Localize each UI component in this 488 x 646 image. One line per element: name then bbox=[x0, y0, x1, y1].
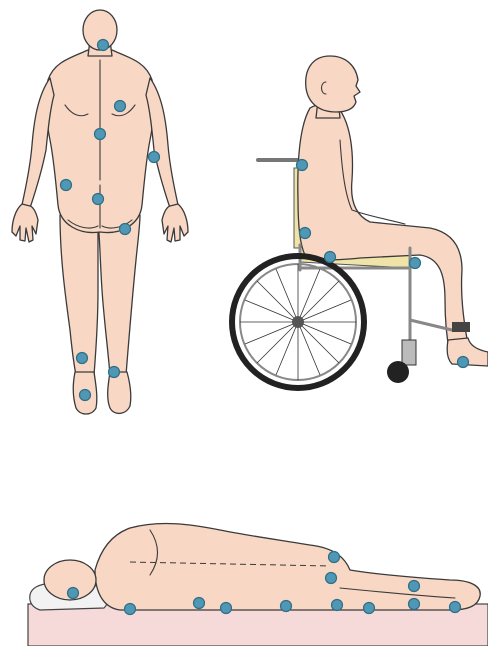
pressure-point bbox=[281, 601, 292, 612]
pressure-point bbox=[68, 588, 79, 599]
pressure-point bbox=[329, 552, 340, 563]
pressure-point bbox=[221, 603, 232, 614]
pressure-point bbox=[109, 367, 120, 378]
right-arm bbox=[146, 78, 178, 208]
pressure-point bbox=[125, 604, 136, 615]
left-arm bbox=[22, 78, 54, 208]
pressure-point bbox=[61, 180, 72, 191]
right-leg bbox=[98, 215, 140, 375]
wheelchair-wheel bbox=[232, 256, 364, 388]
pressure-point bbox=[77, 353, 88, 364]
pressure-point bbox=[194, 598, 205, 609]
pressure-point bbox=[80, 390, 91, 401]
pressure-point bbox=[149, 152, 160, 163]
pressure-point bbox=[300, 228, 311, 239]
pressure-point bbox=[93, 194, 104, 205]
pressure-point bbox=[364, 603, 375, 614]
pressure-point bbox=[98, 40, 109, 51]
pressure-point bbox=[297, 160, 308, 171]
footrest bbox=[452, 322, 470, 332]
caster-wheel bbox=[387, 361, 409, 383]
pressure-point bbox=[409, 581, 420, 592]
lying-body bbox=[95, 524, 480, 610]
pressure-point bbox=[115, 101, 126, 112]
pressure-point bbox=[120, 224, 131, 235]
pressure-point bbox=[410, 258, 421, 269]
side-lying-view bbox=[28, 524, 488, 646]
right-foot bbox=[108, 372, 131, 413]
seated-wheelchair-view bbox=[232, 56, 488, 388]
pressure-point bbox=[326, 573, 337, 584]
left-hand bbox=[12, 204, 38, 242]
caster-fork bbox=[402, 340, 416, 365]
right-hand bbox=[162, 204, 188, 242]
head-profile bbox=[306, 56, 360, 112]
pressure-point bbox=[325, 252, 336, 263]
pressure-point bbox=[332, 600, 343, 611]
left-leg bbox=[60, 215, 98, 375]
pressure-point bbox=[450, 602, 461, 613]
pressure-point bbox=[458, 357, 469, 368]
standing-back-view bbox=[12, 10, 188, 414]
pressure-point bbox=[95, 129, 106, 140]
pressure-point bbox=[409, 599, 420, 610]
seated-torso bbox=[298, 104, 470, 355]
